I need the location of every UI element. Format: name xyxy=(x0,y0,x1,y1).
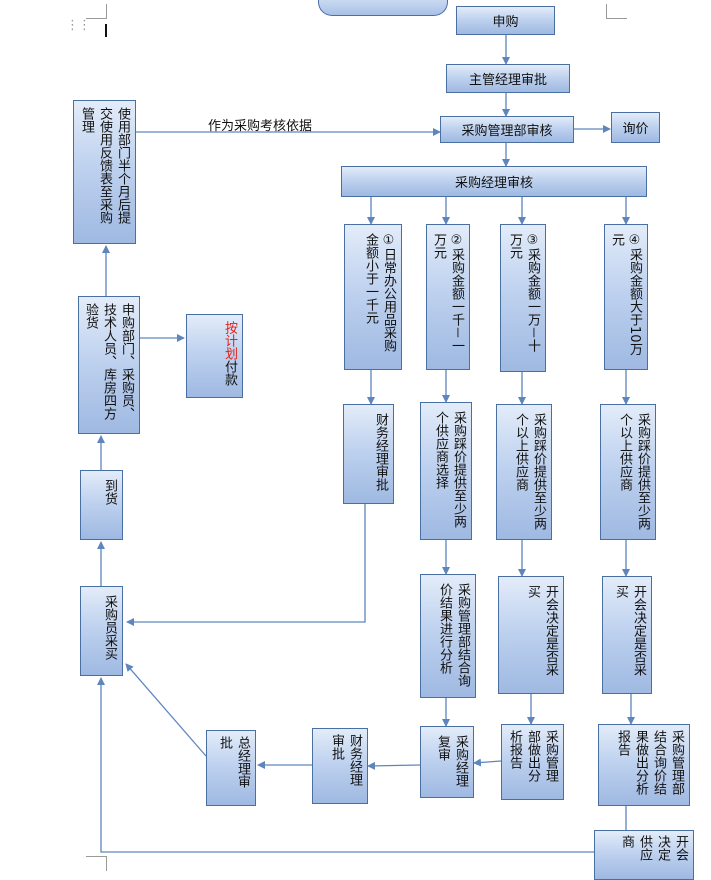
node-c3: ③采购金额一万－十万元 xyxy=(500,224,546,372)
text-cursor xyxy=(105,24,107,37)
node-r2-label: 采购踩价提供至少两个供应商选择 xyxy=(433,411,466,528)
node-feedback-label: 使用部门半个月后提交使用反馈表至采购管理 xyxy=(79,107,130,224)
node-t3-label: 采购管理部做出分析报告 xyxy=(507,730,558,782)
node-r3-label: 采购踩价提供至少两个以上供应商 xyxy=(513,413,546,530)
node-c2-label: ②采购金额一千－一万元 xyxy=(431,233,464,353)
node-zong-jingli-label: 总经理审批 xyxy=(217,736,250,788)
node-caiwu-pishen-label: 财务经理审批 xyxy=(329,734,362,786)
node-yanhuo: 申购部门、采购员、技术人员、库房四方验货 xyxy=(78,296,140,434)
node-s3: 开会决定是否采买 xyxy=(498,576,564,694)
node-caiwu-shenpi-label: 财务经理审批 xyxy=(373,413,388,491)
node-t4-label: 采购管理部结合询价结果做出分析报告 xyxy=(615,730,684,795)
node-caigou-guanli-shenhe-label: 采购管理部审核 xyxy=(461,124,553,139)
node-t2-label: 采购经理复审 xyxy=(435,735,468,787)
node-caiwu-shenpi: 财务经理审批 xyxy=(343,404,394,504)
node-feedback: 使用部门半个月后提交使用反馈表至采购管理 xyxy=(73,100,136,244)
node-c1: ①日常办公用品采购金额小于一千元 xyxy=(344,224,402,370)
arrow-bottom-caimai xyxy=(97,677,594,853)
feedback-note: 作为采购考核依据 xyxy=(208,119,313,134)
node-fukuan: 按计划付款 xyxy=(186,314,243,398)
node-daohuo: 到货 xyxy=(80,470,123,540)
node-t2: 采购经理复审 xyxy=(420,726,474,798)
drag-handle-icon[interactable]: ⋮⋮ xyxy=(66,18,91,33)
node-s4: 开会决定是否采买 xyxy=(602,576,652,694)
page-corner-top-right xyxy=(606,4,627,19)
node-caiwu-pishen: 财务经理审批 xyxy=(312,728,368,804)
page-corner-top-left xyxy=(86,4,107,19)
arrow-zong-caimai xyxy=(125,663,207,757)
node-c3-label: ③采购金额一万－十万元 xyxy=(507,233,540,353)
page-corner-bottom-left xyxy=(86,856,107,871)
node-xunjia-label: 询价 xyxy=(622,122,649,137)
node-bottom-label: 开会决定供应商 xyxy=(619,835,688,861)
node-bottom: 开会决定供应商 xyxy=(594,830,694,880)
node-shengou: 申购 xyxy=(456,6,555,35)
node-s2-label: 采购管理部结合询价结果进行分析 xyxy=(437,583,470,687)
node-zhuguan-shenpi: 主管经理审批 xyxy=(446,64,570,93)
node-r3: 采购踩价提供至少两个以上供应商 xyxy=(496,404,552,540)
node-r4-label: 采购踩价提供至少两个以上供应商 xyxy=(617,413,650,530)
node-caigouyuan-caimai: 采购员采买 xyxy=(80,586,123,676)
arrow-caiwu-caimai xyxy=(126,504,366,626)
node-shengou-label: 申购 xyxy=(492,15,519,30)
node-caigouyuan-caimai-label: 采购员采买 xyxy=(102,595,117,660)
node-xunjia: 询价 xyxy=(611,112,660,143)
node-r2: 采购踩价提供至少两个供应商选择 xyxy=(420,402,472,540)
arrow-t2-caiwu-pishen xyxy=(367,761,421,770)
node-yanhuo-label: 申购部门、采购员、技术人员、库房四方验货 xyxy=(83,303,134,420)
node-c4-label: ④采购金额大于10万元 xyxy=(609,233,642,356)
node-t4: 采购管理部结合询价结果做出分析报告 xyxy=(598,724,690,806)
node-c2: ②采购金额一千－一万元 xyxy=(426,224,470,370)
node-c1-label: ①日常办公用品采购金额小于一千元 xyxy=(363,233,396,352)
node-zong-jingli: 总经理审批 xyxy=(206,730,256,806)
node-fukuan-label-red: 按计划 xyxy=(222,321,237,360)
node-zhuguan-label: 主管经理审批 xyxy=(468,73,547,88)
node-s4-label: 开会决定是否采买 xyxy=(613,585,646,676)
node-r4: 采购踩价提供至少两个以上供应商 xyxy=(600,404,656,540)
node-c4: ④采购金额大于10万元 xyxy=(604,224,648,370)
node-t3: 采购管理部做出分析报告 xyxy=(501,724,564,800)
node-caigou-guanli-shenhe: 采购管理部审核 xyxy=(440,116,574,143)
node-s2: 采购管理部结合询价结果进行分析 xyxy=(420,574,476,698)
node-caigou-jingli-shenhe: 采购经理审核 xyxy=(341,166,647,197)
node-fukuan-label: 付款 xyxy=(222,360,237,386)
arrow-t3-t2 xyxy=(473,758,502,767)
node-caigou-jingli-shenhe-label: 采购经理审核 xyxy=(454,176,533,191)
node-s3-label: 开会决定是否采买 xyxy=(525,585,558,676)
node-daohuo-label: 到货 xyxy=(102,479,117,505)
